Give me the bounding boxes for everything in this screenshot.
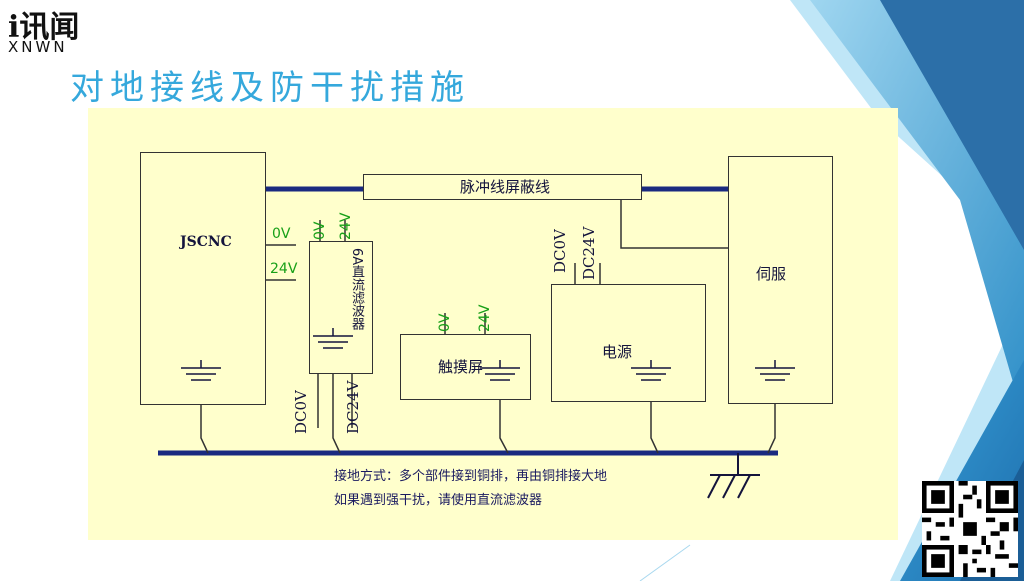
touch-ground-wire bbox=[499, 383, 509, 454]
slide-title: 对地接线及防干扰措施 bbox=[70, 68, 470, 108]
filter-ground-wire bbox=[332, 348, 341, 454]
jscnc-24v-label: 24V bbox=[270, 261, 298, 277]
chassis-ground-icon bbox=[755, 360, 795, 381]
chassis-grounds bbox=[181, 328, 795, 381]
jscnc-0v-label: 0V bbox=[272, 226, 291, 242]
touch-screen-label: 触摸屏 bbox=[438, 358, 484, 376]
logo-subtitle: XNWN bbox=[8, 38, 68, 56]
chassis-ground-icon bbox=[631, 360, 671, 381]
shield-drain-wire bbox=[620, 198, 728, 249]
wiring-lines bbox=[158, 186, 778, 499]
jscnc-controller-box bbox=[140, 152, 266, 405]
diagram-panel: JSCNC 0V 24V 0V 24V 6A直流滤波器 DC0V DC24V 脉… bbox=[88, 108, 898, 540]
chassis-ground-icon bbox=[181, 360, 221, 381]
shield-cable-box bbox=[363, 174, 642, 200]
chassis-ground-icon bbox=[313, 328, 353, 349]
filter-name-label: 6A直流滤波器 bbox=[349, 248, 364, 331]
note-line-1: 接地方式：多个部件接到铜排，再由铜排接大地 bbox=[334, 469, 608, 484]
bg-line bbox=[639, 544, 691, 581]
chassis-ground-icon bbox=[480, 360, 520, 381]
jscnc-label: JSCNC bbox=[180, 234, 232, 250]
servo-label: 伺服 bbox=[756, 265, 787, 283]
shield-cable-label: 脉冲线屏蔽线 bbox=[460, 178, 551, 196]
dc-filter-box bbox=[309, 241, 373, 374]
touch-screen-box bbox=[400, 334, 531, 400]
power-supply-box bbox=[551, 284, 706, 402]
servo-box bbox=[728, 156, 833, 404]
note-line-2: 如果遇到强干扰，请使用直流滤波器 bbox=[334, 493, 543, 508]
earth-ground-icon bbox=[707, 453, 760, 499]
qr-code-icon bbox=[922, 481, 1018, 577]
bg-shape-dark bbox=[880, 0, 1024, 250]
logo-mark: i讯闻 bbox=[8, 10, 80, 45]
power-supply-label: 电源 bbox=[602, 343, 633, 361]
